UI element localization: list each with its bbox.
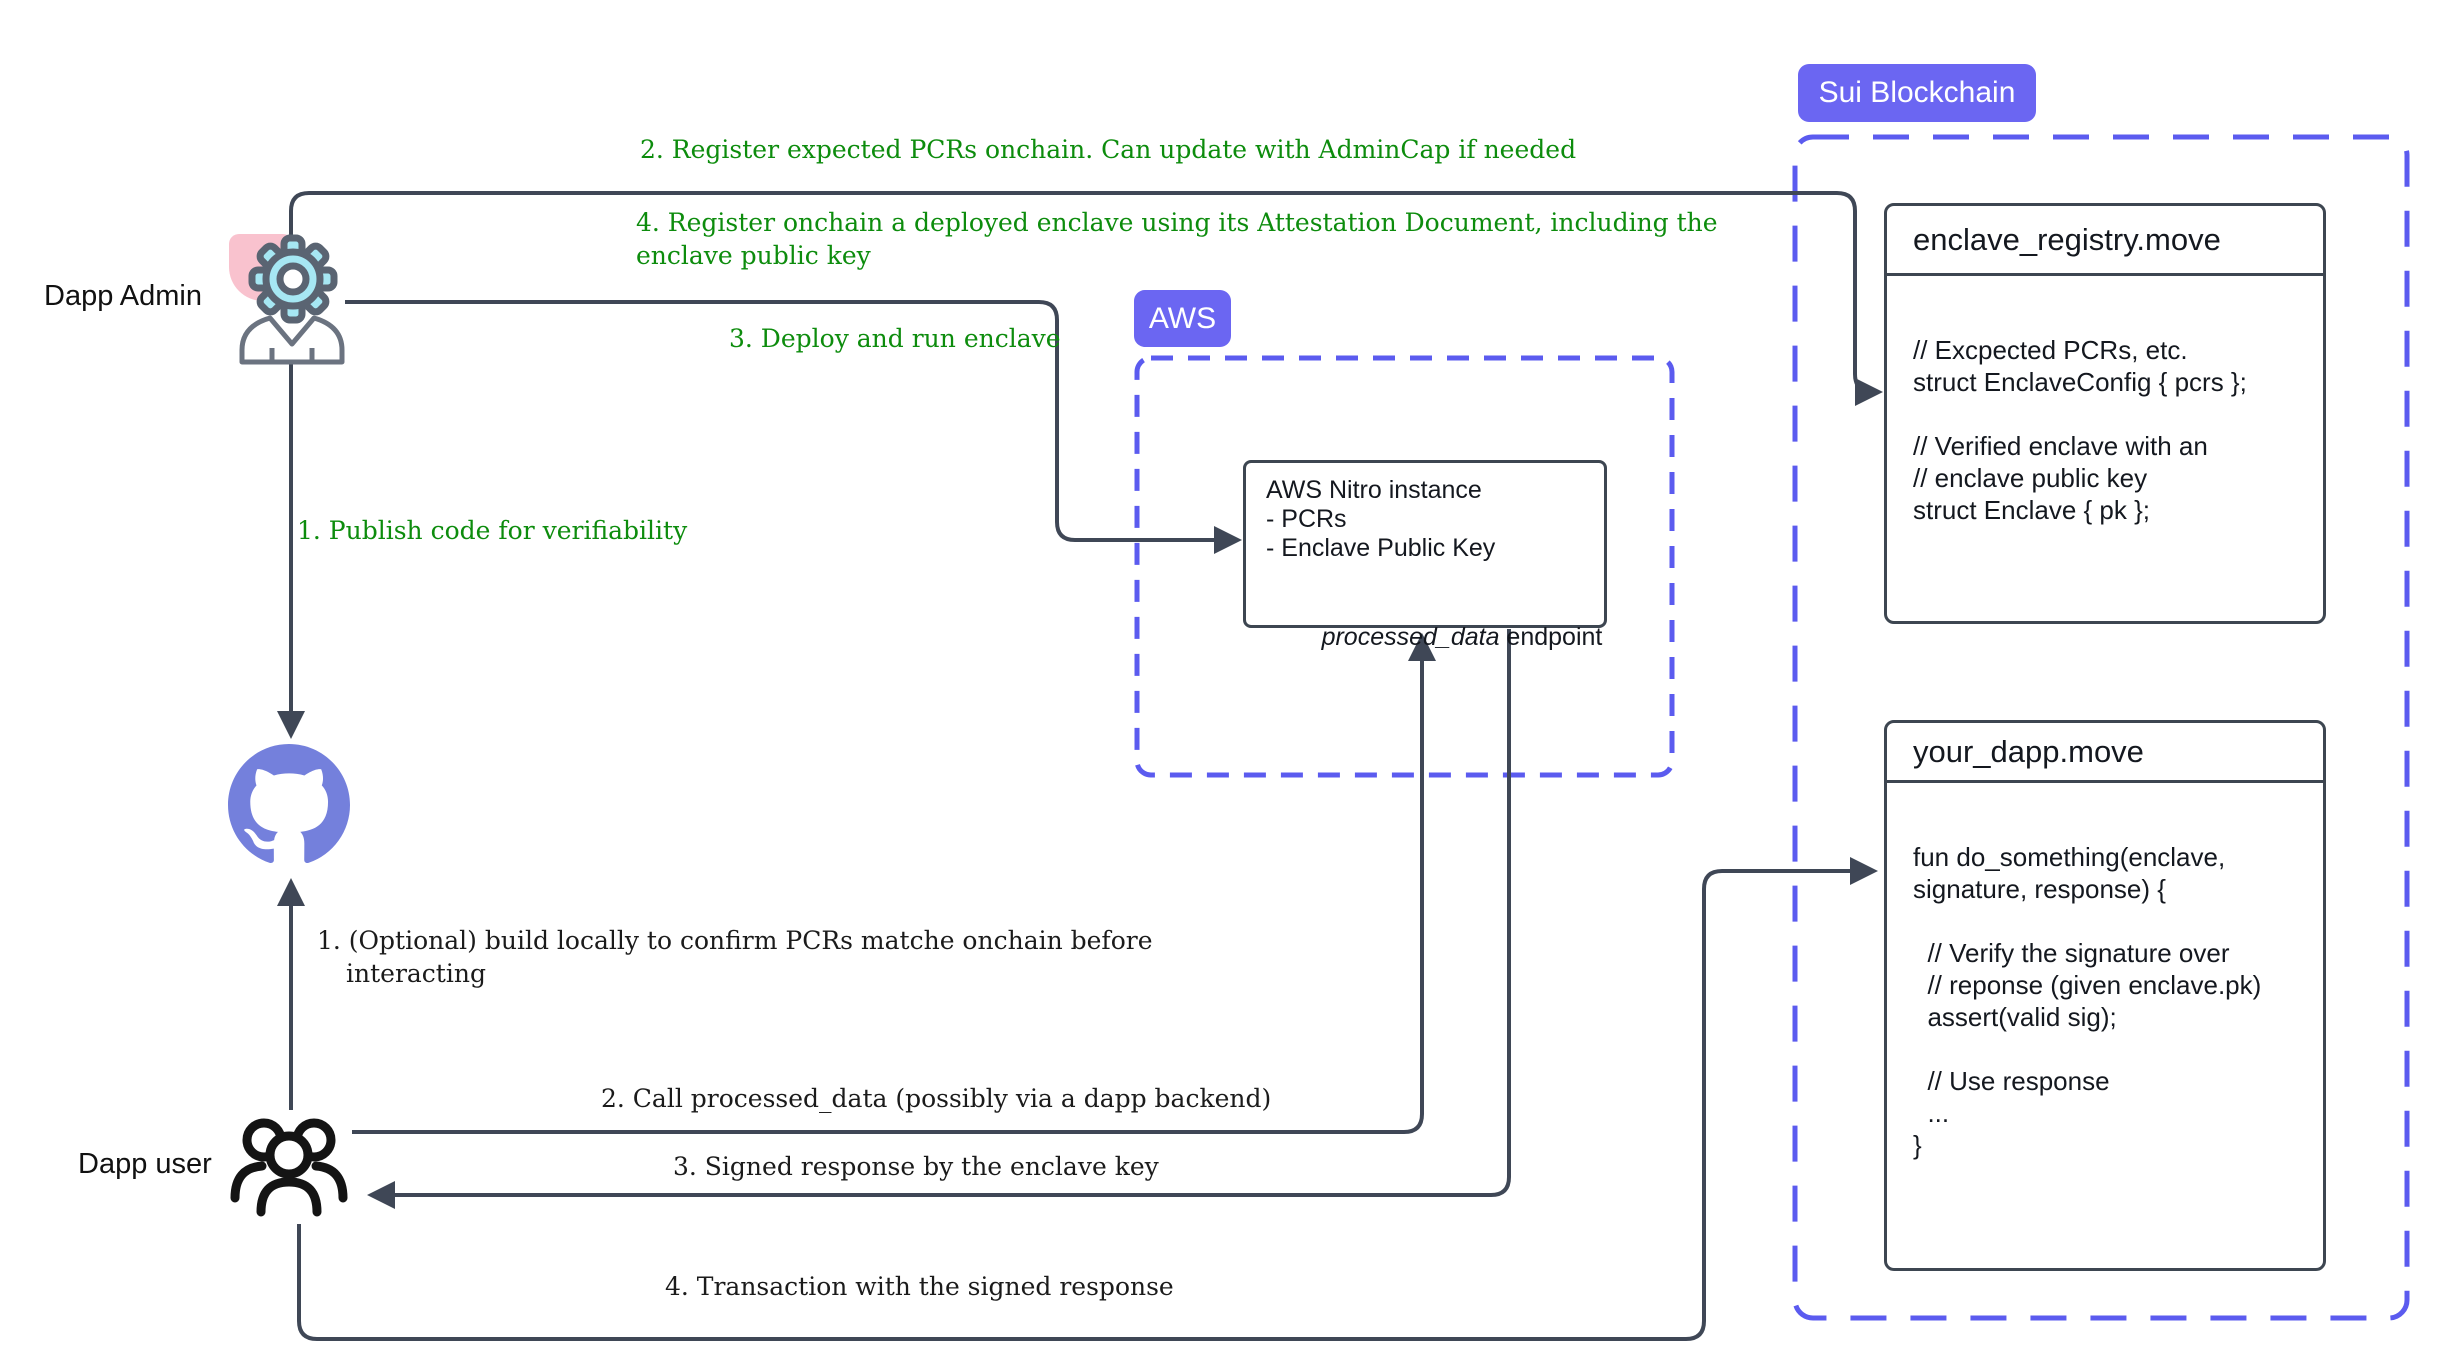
group-icon (230, 1118, 348, 1217)
endpoint-name: processed_data (1321, 623, 1500, 651)
registry-code-line: // Excpected PCRs, etc. (1913, 335, 2188, 365)
registry-code-line: // Verified enclave with an (1913, 431, 2208, 461)
dapp-code-line: assert(valid sig); (1913, 1002, 2117, 1032)
dapp-code-line: // reponse (given enclave.pk) (1913, 970, 2262, 1000)
dapp-code-line (1913, 1033, 2297, 1065)
registry-code-line: struct Enclave { pk }; (1913, 495, 2151, 525)
annotation-signed-response: 3. Signed response by the enclave key (673, 1152, 1159, 1181)
aws-nitro-instance-box: AWS Nitro instance - PCRs - Enclave Publ… (1243, 460, 1607, 651)
registry-code-line: struct EnclaveConfig { pcrs }; (1913, 367, 2247, 397)
your-dapp-title: your_dapp.move (1887, 723, 2323, 783)
annotation-register-pcrs: 2. Register expected PCRs onchain. Can u… (640, 135, 1577, 164)
registry-code-line (1913, 398, 2297, 430)
dapp-code-line: fun do_something(enclave, (1913, 842, 2226, 872)
aws-badge: AWS (1134, 290, 1231, 347)
your-dapp-box: your_dapp.move fun do_something(enclave,… (1884, 720, 2326, 1271)
sui-blockchain-badge: Sui Blockchain (1798, 64, 2036, 122)
aws-dashed-region (1134, 355, 1675, 778)
admin-person-icon (239, 315, 345, 365)
dapp-code-line: } (1913, 1130, 1922, 1160)
nitro-endpoint: processed_data endpoint (1266, 594, 1603, 681)
arrow-admin-to-registry (289, 191, 1883, 406)
dapp-code-line: // Use response (1913, 1066, 2110, 1096)
nitro-title: AWS Nitro instance (1266, 476, 1482, 504)
annotation-deploy-enclave: 3. Deploy and run enclave (729, 324, 1061, 353)
annotation-build-locally: 1. (Optional) build locally to confirm P… (317, 926, 1153, 988)
annotation-publish-code: 1. Publish code for verifiability (297, 516, 688, 545)
annotation-call-processed-data: 2. Call processed_data (possibly via a d… (601, 1084, 1272, 1113)
arrow-admin-to-nitro (345, 300, 1242, 554)
endpoint-suffix: endpoint (1499, 623, 1603, 651)
nitro-item-enclave-key: - Enclave Public Key (1266, 534, 1496, 562)
registry-code-line: // enclave public key (1913, 463, 2148, 493)
gear-icon (248, 234, 338, 324)
dapp-code-line (1913, 905, 2297, 937)
arrow-user-to-dapp-move (297, 857, 1878, 1341)
dapp-user-label: Dapp user (78, 1148, 212, 1180)
enclave-registry-title: enclave_registry.move (1887, 206, 2323, 276)
arrow-user-to-endpoint (352, 633, 1436, 1134)
dapp-code-line: // Verify the signature over (1913, 938, 2230, 968)
github-icon (228, 744, 350, 863)
dapp-code-line: ... (1913, 1098, 1950, 1128)
dapp-admin-label: Dapp Admin (44, 280, 202, 312)
annotation-register-enclave: 4. Register onchain a deployed enclave u… (636, 208, 1718, 270)
nitro-item-pcrs: - PCRs (1266, 505, 1347, 533)
sui-blockchain-dashed-region (1792, 134, 2410, 1321)
dapp-code-line: signature, response) { (1913, 874, 2166, 904)
annotation-transaction: 4. Transaction with the signed response (665, 1272, 1174, 1301)
enclave-registry-box: enclave_registry.move // Excpected PCRs,… (1884, 203, 2326, 624)
arrow-endpoint-to-user (367, 629, 1511, 1209)
